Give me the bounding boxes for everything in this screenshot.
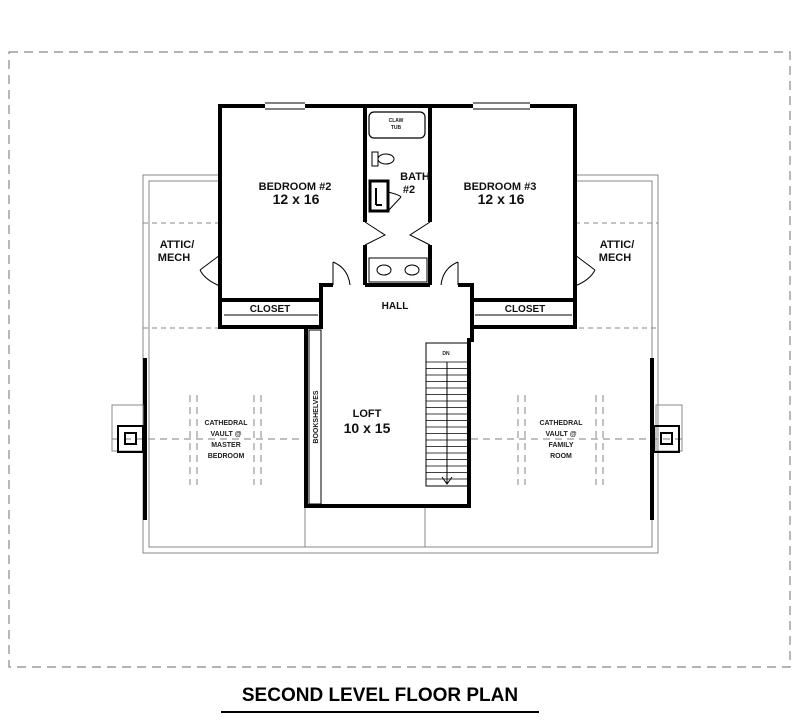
stair-treads	[426, 361, 468, 480]
attic-left-line2: MECH	[158, 252, 190, 264]
doors	[199, 191, 596, 287]
loft-size: 10 x 15	[344, 420, 391, 436]
bookshelves-unit	[308, 329, 322, 505]
bedroom2-name: BEDROOM #2	[259, 181, 332, 193]
vault-left-line1: CATHEDRAL	[204, 420, 248, 427]
bedroom2-size: 12 x 16	[273, 191, 320, 207]
attic-left-line1: ATTIC/	[160, 239, 195, 251]
sink-right	[404, 264, 420, 276]
claw-tub	[368, 111, 426, 139]
property-boundary	[8, 51, 791, 668]
vault-right-line2: VAULT @	[545, 431, 576, 438]
windows	[265, 102, 530, 110]
hall-label: HALL	[382, 301, 409, 312]
chimney-left	[111, 358, 147, 520]
plan-title: SECOND LEVEL FLOOR PLAN	[242, 685, 518, 706]
vanity	[368, 257, 428, 283]
vault-left-line3: MASTER	[211, 442, 241, 449]
exterior-walls	[218, 104, 577, 508]
vault-left-line4: BEDROOM	[208, 453, 245, 460]
vault-right-line3: FAMILY	[548, 442, 573, 449]
toilet	[371, 151, 395, 167]
tub-label-line2: TUB	[391, 125, 402, 131]
interior-walls	[220, 106, 575, 302]
vault-right-line4: ROOM	[550, 453, 572, 460]
closet-right-label: CLOSET	[505, 304, 546, 315]
vault-beams	[112, 395, 682, 485]
bath-label-line2: #2	[403, 184, 415, 196]
closet-left-label: CLOSET	[250, 304, 291, 315]
bedroom3-name: BEDROOM #3	[464, 181, 537, 193]
bookshelves-label: BOOKSHELVES	[313, 390, 320, 443]
sink-left	[376, 264, 392, 276]
bedroom3-size: 12 x 16	[478, 191, 525, 207]
stair-direction-label: DN	[442, 351, 450, 357]
linen-closet	[368, 179, 390, 213]
vault-left-line2: VAULT @	[210, 431, 241, 438]
bath-label-line1: BATH	[400, 171, 430, 183]
loft-name: LOFT	[353, 408, 382, 420]
stair	[425, 342, 469, 487]
attic-right-line2: MECH	[599, 252, 631, 264]
tub-label-line1: CLAW	[389, 118, 404, 124]
attic-right-line1: ATTIC/	[600, 239, 635, 251]
chimney-right	[650, 358, 683, 520]
vault-right-line1: CATHEDRAL	[539, 420, 583, 427]
